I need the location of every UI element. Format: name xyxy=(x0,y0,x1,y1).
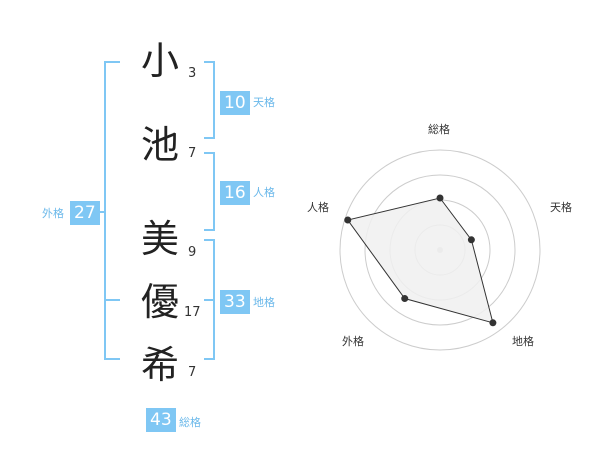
jinkaku-label: 人格 xyxy=(253,186,275,199)
tenkaku-value-badge: 10 xyxy=(220,91,250,115)
radar-grid-ring xyxy=(364,174,516,326)
chikaku-value-badge: 33 xyxy=(220,290,250,314)
stroke-count-4: 17 xyxy=(184,305,201,320)
tenkaku-label: 天格 xyxy=(253,96,275,109)
soukaku-value-badge: 43 xyxy=(146,408,176,432)
radar-grid-ring xyxy=(339,149,541,351)
name-char-5: 希 xyxy=(140,343,179,387)
stroke-count-5: 7 xyxy=(188,365,197,380)
name-char-1: 小 xyxy=(140,39,179,83)
radar-point-5 xyxy=(344,216,352,224)
stroke-count-2: 7 xyxy=(188,146,197,161)
gaikaku-label: 外格 xyxy=(42,207,64,220)
radar-point-2 xyxy=(467,236,475,244)
gaikaku-value-badge: 27 xyxy=(70,201,100,225)
radar-series-area xyxy=(346,197,494,324)
radar-point-1 xyxy=(436,194,444,202)
radar-point-4 xyxy=(401,295,409,303)
radar-label-chikaku: 地格 xyxy=(512,335,534,348)
name-char-2: 池 xyxy=(140,123,179,167)
soukaku-label: 総格 xyxy=(179,416,201,429)
name-char-3: 美 xyxy=(140,217,179,261)
jinkaku-value-badge: 16 xyxy=(220,181,250,205)
radar-point-3 xyxy=(489,319,497,327)
stroke-count-3: 9 xyxy=(188,245,197,260)
chikaku-label: 地格 xyxy=(253,296,275,309)
name-char-4: 優 xyxy=(140,280,179,324)
radar-label-tenkaku: 天格 xyxy=(550,201,572,214)
radar-label-gaikaku: 外格 xyxy=(342,335,364,348)
radar-label-jinkaku: 人格 xyxy=(307,201,329,214)
stroke-count-1: 3 xyxy=(188,66,197,81)
radar-label-soukaku: 総格 xyxy=(428,123,450,136)
